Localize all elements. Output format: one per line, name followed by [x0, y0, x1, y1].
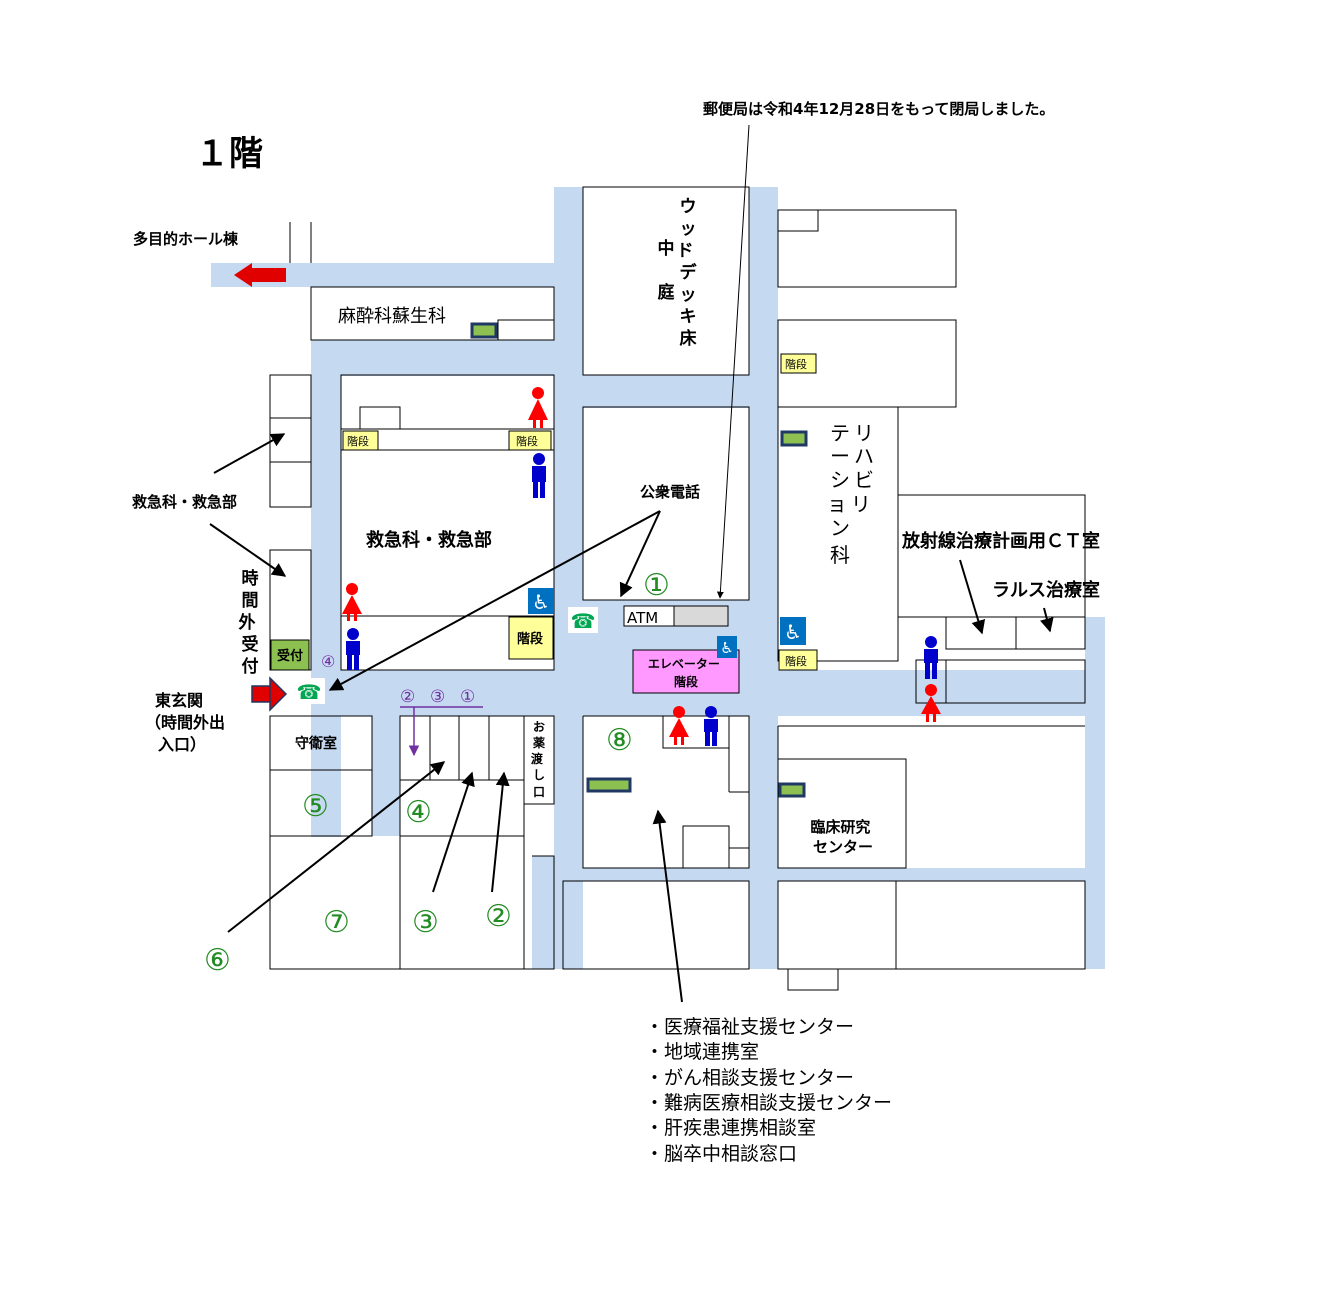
reception-box [270, 639, 310, 671]
toilet-male-icon [704, 706, 718, 746]
telephone-icon: ☎ [293, 678, 325, 704]
label-atm: ATM [627, 609, 658, 627]
services-list-item: ・地域連携室 [645, 1041, 759, 1063]
label-clinical-research: 臨床研究 センター [810, 818, 875, 856]
label-courtyard: 中庭 [658, 238, 675, 303]
circled-number-5: ⑤ [302, 789, 329, 824]
label-after-hours: 時間外 受付 [239, 568, 262, 677]
circled-number-6: ⑥ [204, 943, 231, 978]
label-rehab: リハビリ テーショ ン科 [827, 421, 877, 567]
arrow-radiation-ct [959, 559, 986, 635]
arrow-emergency-upper [213, 433, 286, 474]
label-rals: ラルス治療室 [992, 579, 1100, 601]
aed-box-icon [470, 322, 498, 339]
toilet-female-icon [669, 706, 689, 745]
label-emergency-side: 救急科・救急部 [132, 493, 237, 511]
route-number: ① [460, 687, 475, 707]
circled-number-8: ⑧ [606, 723, 633, 758]
stairs-box [508, 616, 554, 660]
arrow-phone-near [619, 510, 661, 598]
stairs-label: 階段 [785, 654, 807, 668]
notice-post-office: 郵便局は令和4年12月28日をもって閉局しました。 [703, 100, 1054, 118]
circled-number-1: ① [643, 568, 670, 603]
svg-text:☎: ☎ [571, 609, 596, 633]
aed-box-icon [778, 782, 806, 798]
notice-pointer [716, 124, 750, 599]
route-number: ④ [321, 652, 335, 671]
arrow-services [652, 809, 683, 1003]
label-elevator: エレベーター 階段 [648, 657, 724, 689]
toilet-female-icon [921, 684, 941, 722]
arrow-counter-6 [227, 761, 446, 933]
corridor-far-east [1085, 617, 1105, 969]
svg-text:♿: ♿ [784, 620, 802, 644]
telephone-icon: ☎ [568, 607, 598, 633]
corridor-anesthesia [311, 340, 554, 376]
toilet-male-icon [346, 628, 360, 670]
circled-number-4: ④ [405, 795, 432, 830]
room-outlines [269, 186, 1086, 991]
services-list-item: ・がん相談支援センター [645, 1067, 854, 1089]
corridor-lower-center [532, 856, 561, 969]
stairs-box [780, 353, 817, 374]
label-public-phone: 公衆電話 [640, 483, 700, 501]
corridor-guard-side [372, 716, 400, 836]
route-number: ③ [430, 687, 445, 707]
label-anesthesiology: 麻酔科蘇生科 [338, 306, 446, 327]
entrance-arrow-icon [251, 676, 288, 712]
wheelchair-icon: ♿ [717, 636, 737, 658]
label-guard-room: 守衛室 [295, 735, 337, 752]
label-wood-deck: ウッド デッキ床 [677, 197, 700, 349]
label-multipurpose-hall: 多目的ホール棟 [133, 230, 239, 248]
services-list-item: ・医療福祉支援センター [645, 1016, 854, 1038]
label-medicine-pickup: お薬渡 し口 [531, 720, 547, 799]
floor-title: １階 [195, 134, 263, 174]
arrow-emergency-lower [209, 523, 287, 577]
wheelchair-icon: ♿ [528, 588, 554, 614]
stairs-label: 階段 [347, 434, 369, 448]
corridor-east-vertical [749, 187, 778, 969]
corridor-center-vertical [554, 187, 583, 969]
corridors [211, 187, 1105, 969]
arrow-counter-3 [432, 771, 475, 893]
aed-box-icon [780, 430, 808, 447]
stairs-label: 階段 [785, 357, 807, 371]
circled-number-7: ⑦ [323, 905, 350, 940]
stairs-box [508, 430, 552, 451]
svg-text:☎: ☎ [297, 680, 322, 704]
arrow-counter-2 [491, 771, 510, 893]
label-emergency-main: 救急科・救急部 [366, 529, 492, 551]
west-red-arrow [234, 263, 286, 287]
services-list: ・医療福祉支援センター ・地域連携室 ・がん相談支援センター ・難病医療相談支援… [645, 1016, 892, 1165]
svg-text:♿: ♿ [532, 590, 550, 614]
route-number: ② [400, 687, 415, 707]
arrow-rals [1040, 607, 1054, 633]
label-radiation-ct: 放射線治療計画用ＣＴ室 [901, 530, 1100, 552]
stairs-boxes: 階段 階段 階段 階段 階段 [342, 353, 818, 671]
label-reception: 受付 [277, 648, 303, 664]
services-list-item: ・難病医療相談支援センター [645, 1092, 892, 1114]
corridor-left-vertical [311, 340, 341, 837]
arrow-phone-far [328, 510, 661, 691]
services-list-item: ・脳卒中相談窓口 [645, 1143, 797, 1165]
services-list-item: ・肝疾患連携相談室 [645, 1117, 816, 1139]
stairs-box [342, 430, 379, 451]
circled-number-2: ② [485, 899, 512, 934]
toilet-female-icon [528, 387, 548, 428]
aed-box-icon [586, 777, 632, 793]
stairs-label: 階段 [517, 631, 543, 647]
stairs-box [778, 649, 818, 671]
svg-text:♿: ♿ [720, 639, 733, 657]
stairs-label: 階段 [516, 434, 538, 448]
corridor-south [583, 868, 1105, 881]
wheelchair-icon: ♿ [780, 617, 806, 645]
corridor-courtyard [583, 375, 749, 408]
toilet-male-icon [532, 453, 546, 498]
label-east-entrance: 東玄関 （時間外出 入口） [145, 691, 231, 754]
toilet-male-icon [924, 636, 938, 679]
toilet-female-icon [342, 583, 362, 621]
post-office-closed [673, 605, 729, 627]
circled-number-3: ③ [412, 905, 439, 940]
